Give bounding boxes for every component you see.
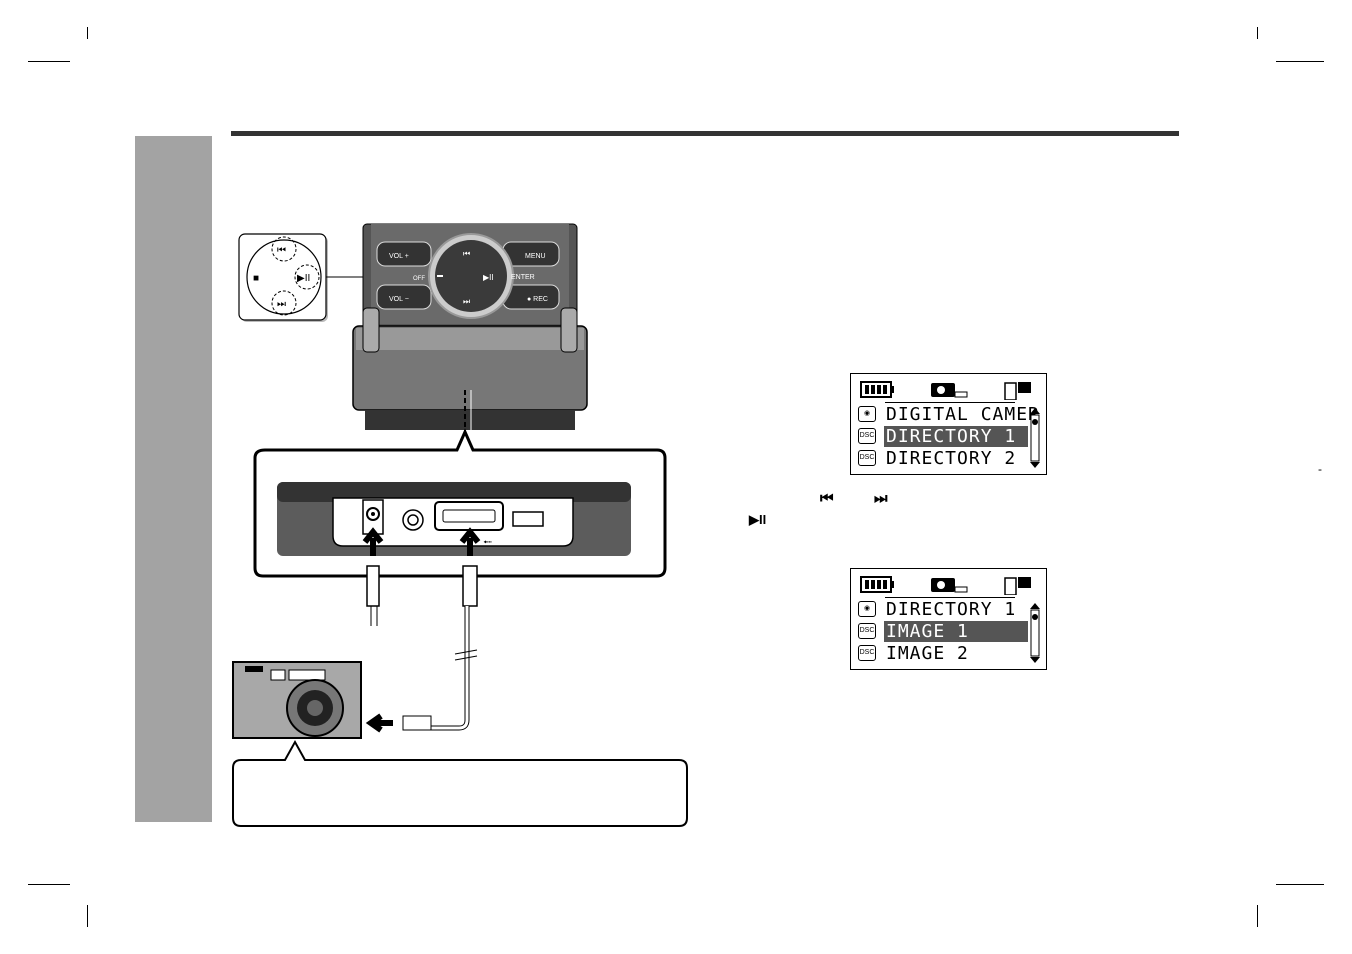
remote-menu: MENU (525, 253, 546, 260)
dsc-folder-icon: DSC (858, 645, 876, 661)
dsc-folder-icon: DSC (858, 428, 876, 444)
lcd-row: DSC DIRECTORY 2 (854, 448, 1029, 469)
remote-unit: VOL + VOL − OFF MENU ENTER ● REC ▶II ⏮ ⏭ (362, 223, 578, 329)
dock-cradle (352, 307, 588, 452)
lcd-row-text: DIRECTORY 1 (886, 599, 1017, 620)
device-icon (1004, 577, 1017, 596)
crop-mark (87, 905, 88, 927)
crop-mark (87, 27, 88, 39)
inset-stop-icon: ■ (253, 273, 259, 284)
prev-key-icon: ⏮ (820, 490, 834, 507)
crop-mark (1276, 884, 1324, 885)
lcd-scrollbar (1030, 408, 1040, 468)
next-key-icon: ⏭ (874, 490, 888, 507)
inset-play-icon: ▶II (297, 273, 310, 284)
lcd-scrollbar (1030, 603, 1040, 663)
remote-next-icon: ⏭ (463, 297, 470, 306)
section-sidebar (135, 136, 212, 822)
cables (365, 565, 478, 733)
rear-panel-callout: ⭪ (253, 428, 667, 578)
dsc-folder-icon: DSC (858, 623, 876, 639)
remote-vol-minus: VOL − (389, 296, 409, 303)
lcd-status-bar (859, 575, 1040, 596)
remote-enter: ENTER (511, 274, 535, 281)
lcd-screen-directory: ◉ DIGITAL CAMER DSC DIRECTORY 1 DSC DIRE… (850, 373, 1047, 475)
crop-mark (28, 884, 70, 885)
usb-symbol-icon: ⭪ (483, 535, 492, 549)
remote-vol-plus: VOL + (389, 253, 409, 260)
note-callout (232, 739, 688, 827)
dsc-folder-icon: DSC (858, 450, 876, 466)
lcd-row-text: DIRECTORY 2 (886, 448, 1017, 469)
header-rule (231, 131, 1179, 136)
remote-off: OFF (413, 276, 425, 282)
lcd-status-bar (859, 380, 1040, 401)
remote-prev-icon: ⏮ (463, 249, 470, 258)
lcd-row-text: IMAGE 1 (884, 621, 1028, 642)
lcd-row-text: DIGITAL CAMER (886, 404, 1040, 425)
lcd-row: DSC IMAGE 2 (854, 643, 1029, 664)
margin-mark: - (1318, 462, 1322, 476)
connection-illustration: ⏮ ▶II ⏭ ■ VOL + VOL − OFF MENU ENTER ● R… (232, 223, 688, 827)
crop-mark (1257, 27, 1258, 39)
inset-next-icon: ⏭ (277, 299, 286, 310)
remote-play-icon: ▶II (483, 273, 494, 282)
inset-prev-icon: ⏮ (277, 245, 286, 256)
lcd-row-selected: DSC IMAGE 1 (854, 621, 1029, 642)
lcd-row-text: IMAGE 2 (886, 643, 969, 664)
camera-folder-icon: ◉ (858, 406, 876, 422)
lcd-screen-images: ◉ DIRECTORY 1 DSC IMAGE 1 DSC IMAGE 2 (850, 568, 1047, 670)
digital-camera (232, 661, 362, 739)
lcd-row-text: DIRECTORY 1 (884, 426, 1028, 447)
remote-rec: ● REC (527, 296, 548, 303)
crop-mark (28, 61, 70, 62)
lcd-row: ◉ DIGITAL CAMER (854, 404, 1039, 425)
crop-mark (1276, 61, 1324, 62)
camera-folder-icon: ◉ (858, 601, 876, 617)
play-pause-key-icon: ▶II (749, 512, 767, 527)
device-icon (1004, 382, 1017, 401)
lcd-row: ◉ DIRECTORY 1 (854, 599, 1029, 620)
lcd-row-selected: DSC DIRECTORY 1 (854, 426, 1029, 447)
crop-mark (1257, 905, 1258, 927)
